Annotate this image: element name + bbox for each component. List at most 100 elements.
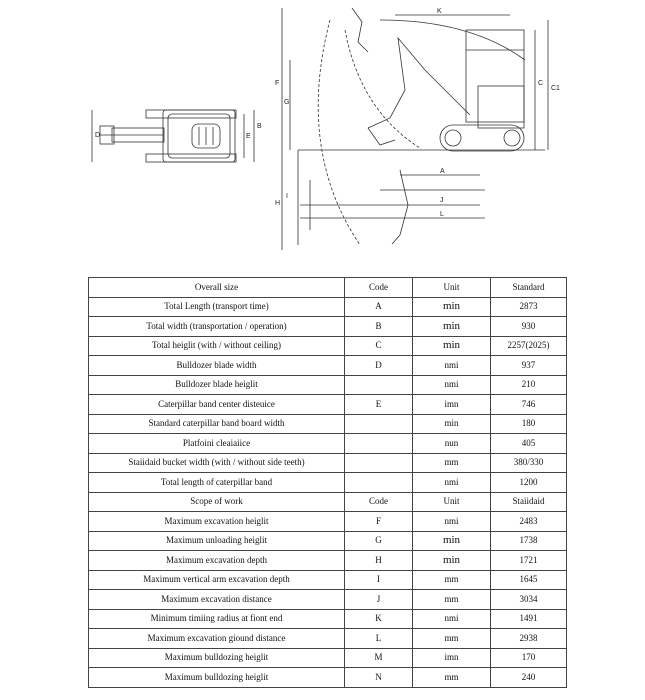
item-name-cell: Platfoini cleaiaiice: [88, 433, 345, 454]
code-cell: [344, 472, 413, 493]
dimension-labels: K F G H I C C1 A J L D B E: [95, 8, 560, 218]
item-name-cell: Maximum excavation giound distance: [88, 628, 345, 649]
item-name-cell: Total heiglit (with / without ceiling): [88, 335, 345, 356]
dim-label-c: C: [538, 80, 543, 87]
code-cell: F: [344, 511, 413, 532]
unit-cell: nun: [412, 433, 491, 454]
table-row: Staiidaid bucket width (with / without s…: [88, 452, 567, 473]
item-name-cell: Total length of caterpillar band: [88, 472, 345, 493]
code-cell: [344, 433, 413, 454]
unit-cell: min: [412, 530, 491, 551]
item-name-cell: Bulldozer blade heiglit: [88, 374, 345, 395]
dim-label-l: L: [440, 211, 444, 218]
excavator-dimension-diagram: K F G H I C C1 A J L D B E: [91, 7, 560, 250]
code-cell: I: [344, 569, 413, 590]
value-cell: 210: [490, 374, 567, 395]
code-cell: [344, 374, 413, 395]
value-cell: 2938: [490, 628, 567, 649]
dim-label-b: B: [257, 123, 262, 130]
item-name-cell: Maximum bulldozing heiglit: [88, 667, 345, 688]
value-cell: 1491: [490, 608, 567, 629]
code-cell: [344, 452, 413, 473]
value-cell: 380/330: [490, 452, 567, 473]
table-row: Standard caterpillar band board width min…: [88, 413, 567, 434]
item-name-cell: Minimum timiing radius at fiont end: [88, 608, 345, 629]
unit-cell: imn: [412, 394, 491, 415]
code-header-cell: Code: [344, 277, 413, 298]
item-name-cell: Maximum bulldozing heiglit: [88, 647, 345, 668]
unit-cell: mm: [412, 589, 491, 610]
code-cell: G: [344, 530, 413, 551]
dim-label-d: D: [95, 132, 100, 139]
unit-cell: min: [412, 316, 491, 337]
code-cell: L: [344, 628, 413, 649]
dim-label-i: I: [286, 193, 288, 200]
dim-label-h: H: [275, 200, 280, 207]
code-cell: E: [344, 394, 413, 415]
item-name-cell: Total width (transportation / operation): [88, 316, 345, 337]
unit-cell: nmi: [412, 511, 491, 532]
value-cell: 405: [490, 433, 567, 454]
unit-cell: nmi: [412, 355, 491, 376]
dim-label-k: K: [437, 8, 442, 15]
code-cell: J: [344, 589, 413, 610]
unit-cell: min: [412, 296, 491, 317]
value-cell: 930: [490, 316, 567, 337]
dim-label-g: G: [284, 99, 289, 106]
section-title-cell: Overall size: [88, 277, 345, 298]
item-name-cell: Maximum excavation heiglit: [88, 511, 345, 532]
value-cell: 2483: [490, 511, 567, 532]
value-cell: 3034: [490, 589, 567, 610]
value-cell: 746: [490, 394, 567, 415]
item-name-cell: Total Length (transport time): [88, 296, 345, 317]
value-cell: 1200: [490, 472, 567, 493]
section-title-cell: Scope of work: [88, 491, 345, 512]
dim-label-e: E: [246, 133, 251, 140]
unit-cell: min: [412, 413, 491, 434]
value-cell: 937: [490, 355, 567, 376]
dim-label-f: F: [275, 80, 279, 87]
item-name-cell: Maximum unloading heiglit: [88, 530, 345, 551]
unit-cell: nmi: [412, 374, 491, 395]
code-cell: K: [344, 608, 413, 629]
code-cell: M: [344, 647, 413, 668]
dim-label-c1: C1: [551, 85, 560, 92]
item-name-cell: Maximum excavation distance: [88, 589, 345, 610]
value-header-cell: Standard: [490, 277, 567, 298]
unit-cell: mm: [412, 628, 491, 649]
item-name-cell: Caterpillar band center disteuice: [88, 394, 345, 415]
unit-header-cell: Unit: [412, 491, 491, 512]
code-cell: N: [344, 667, 413, 688]
table-row: Total width (transportation / operation)…: [88, 316, 567, 337]
item-name-cell: Maximum vertical arm excavation depth: [88, 569, 345, 590]
code-cell: C: [344, 335, 413, 356]
code-header-cell: Code: [344, 491, 413, 512]
dim-label-j: J: [440, 197, 444, 204]
value-header-cell: Staiidaid: [490, 491, 567, 512]
code-cell: H: [344, 550, 413, 571]
unit-cell: mm: [412, 667, 491, 688]
unit-cell: nmi: [412, 608, 491, 629]
value-cell: 2873: [490, 296, 567, 317]
unit-cell: min: [412, 335, 491, 356]
item-name-cell: Bulldozer blade width: [88, 355, 345, 376]
value-cell: 2257(2025): [490, 335, 567, 356]
item-name-cell: Standard caterpillar band board width: [88, 413, 345, 434]
